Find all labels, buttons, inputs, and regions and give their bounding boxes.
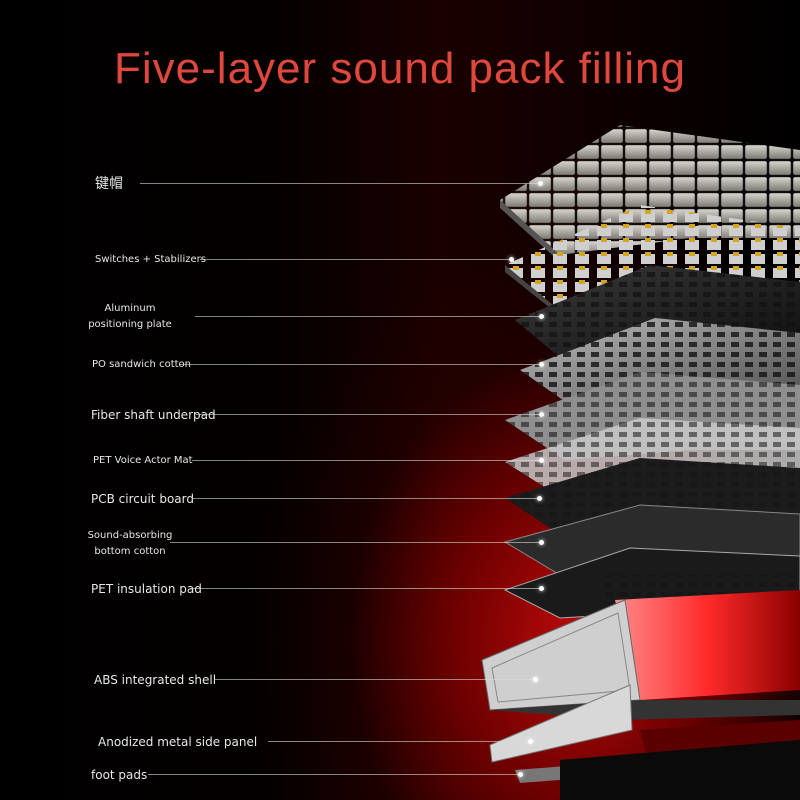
leader-keycap: [140, 183, 540, 184]
leader-side-panel: [268, 741, 530, 742]
marker-abs-shell: [533, 677, 538, 682]
leader-foot-pads: [148, 774, 520, 775]
marker-plate: [539, 314, 544, 319]
marker-foot-pads: [518, 772, 523, 777]
leader-pcb: [192, 498, 537, 499]
label-pet-voice-mat: PET Voice Actor Mat: [93, 455, 193, 466]
page-title: Five-layer sound pack filling: [114, 44, 686, 93]
label-po-cotton: PO sandwich cotton: [92, 359, 191, 370]
marker-keycap: [538, 181, 543, 186]
abs-shell-layer: [481, 590, 800, 720]
marker-side-panel: [528, 739, 533, 744]
label-switches: Switches + Stabilizers: [95, 254, 206, 265]
leader-plate: [195, 316, 540, 317]
leader-fiber-pad: [196, 414, 540, 415]
label-bottom-cotton: Sound-absorbing bottom cotton: [87, 530, 173, 557]
marker-fiber-pad: [539, 412, 544, 417]
leader-bottom-cotton: [170, 542, 540, 543]
marker-pet-voice-mat: [539, 458, 544, 463]
label-pcb: PCB circuit board: [91, 492, 194, 506]
label-pet-insulation: PET insulation pad: [91, 582, 202, 596]
label-side-panel: Anodized metal side panel: [98, 735, 258, 749]
marker-pcb: [537, 496, 542, 501]
label-plate: Aluminum positioning plate: [88, 303, 172, 330]
marker-po-cotton: [539, 362, 544, 367]
label-abs-shell: ABS integrated shell: [94, 673, 217, 687]
marker-bottom-cotton: [539, 540, 544, 545]
leader-pet-insulation: [190, 588, 540, 589]
marker-switches: [509, 257, 514, 262]
foot-pads-layer: [515, 740, 800, 800]
leader-switches: [200, 259, 510, 260]
label-fiber-pad: Fiber shaft underpad: [91, 408, 216, 422]
label-foot-pads: foot pads: [91, 768, 148, 782]
marker-pet-insulation: [539, 586, 544, 591]
leader-po-cotton: [180, 364, 540, 365]
leader-pet-voice-mat: [192, 460, 540, 461]
leader-abs-shell: [214, 679, 534, 680]
label-keycap: 键帽: [95, 176, 123, 192]
